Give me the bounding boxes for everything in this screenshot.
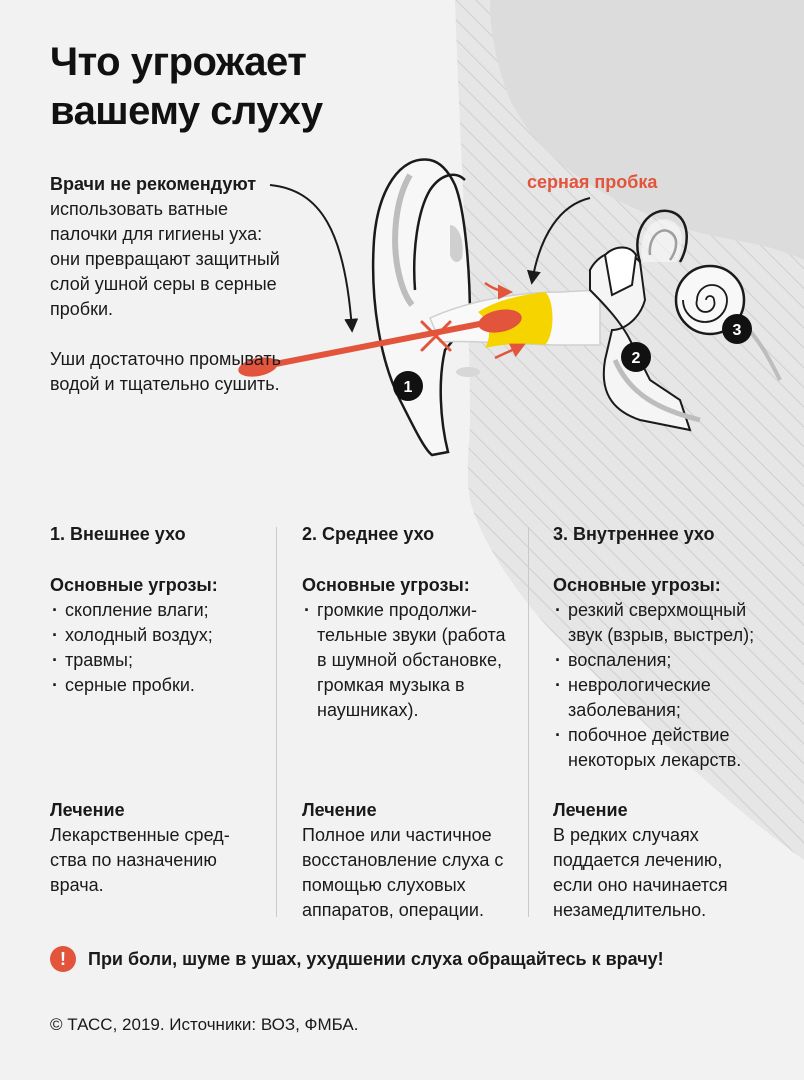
threats-list: громкие продолжи-тельные звуки (работа в…	[302, 598, 527, 723]
auricle	[371, 158, 472, 457]
threats-title: Основные угрозы:	[50, 575, 218, 595]
head-inner-fill	[490, 0, 804, 260]
threats-title: Основные угрозы:	[302, 575, 470, 595]
wax-arrow	[526, 197, 591, 285]
ossicle-detail	[603, 246, 638, 297]
list-item: воспаления;	[553, 648, 778, 673]
intro-bold: Врачи не рекомендуют	[50, 174, 257, 194]
intro-arrow	[269, 184, 359, 333]
svg-text:1: 1	[404, 379, 413, 396]
swab-stick	[252, 317, 503, 371]
list-item: холодный воздух;	[50, 623, 275, 648]
column-heading: 2. Среднее ухо	[302, 524, 435, 544]
treatment-title: Лечение	[553, 800, 628, 820]
swab-tip-left	[238, 357, 278, 377]
treatment-text: Лекарственные сред-ства по назначению вр…	[50, 825, 230, 895]
semicircular-canal-fill	[641, 219, 682, 262]
warning-text: При боли, шуме в ушах, ухудшении слуха о…	[88, 949, 664, 969]
source-credit: © ТАСС, 2019. Источники: ВОЗ, ФМБА.	[50, 1015, 359, 1034]
list-item: скопление влаги;	[50, 598, 275, 623]
column-divider	[528, 527, 529, 917]
treatment-text: В редких случаях поддается лечению, если…	[553, 825, 728, 920]
marker-3: 3	[722, 314, 752, 344]
treatment-block: Лечение В редких случаях поддается лечен…	[553, 798, 778, 923]
treatment-title: Лечение	[302, 800, 377, 820]
cochlea-spiral	[682, 284, 728, 323]
red-arrow-bottom	[494, 343, 526, 360]
swab-tip-right	[478, 309, 522, 333]
treatment-block: Лечение Полное или частичное восстановле…	[302, 798, 527, 923]
treatment-block: Лечение Лекарственные сред-ства по назна…	[50, 798, 275, 898]
auricle-inner	[392, 173, 415, 307]
cross-mark-icon	[420, 320, 452, 352]
treatment-title: Лечение	[50, 800, 125, 820]
treatment-text: Полное или частичное восстановление слух…	[302, 825, 504, 920]
column-inner-ear: 3. Внутреннее ухо Основные угрозы: резки…	[553, 522, 778, 922]
list-item: неврологические заболевания;	[553, 673, 753, 723]
intro-body: использовать ватные палочки для гигиены …	[50, 199, 280, 319]
column-heading: 1. Внешнее ухо	[50, 524, 186, 544]
list-item: громкие продолжи-тельные звуки (работа в…	[302, 598, 512, 723]
column-divider	[276, 527, 277, 917]
column-outer-ear: 1. Внешнее ухо Основные угрозы: скоплени…	[50, 522, 275, 922]
marker-2: 2	[621, 342, 651, 372]
list-item: резкий сверхмощный звук (взрыв, выстрел)…	[553, 598, 778, 648]
eustachian-tube	[612, 358, 701, 423]
list-item: побочное действие некоторых лекарств.	[553, 723, 778, 773]
threats-list: резкий сверхмощный звук (взрыв, выстрел)…	[553, 598, 778, 773]
red-arrow-top	[484, 281, 513, 300]
threats-title: Основные угрозы:	[553, 575, 721, 595]
threats-list: скопление влаги; холодный воздух; травмы…	[50, 598, 275, 698]
svg-text:3: 3	[733, 322, 742, 339]
svg-text:2: 2	[632, 350, 641, 367]
auricle-fold	[412, 173, 466, 291]
intro-note: Уши достаточно промывать водой и тщатель…	[50, 349, 281, 394]
earlobe-mark	[456, 367, 480, 377]
list-item: травмы;	[50, 648, 275, 673]
column-heading: 3. Внутреннее ухо	[553, 524, 715, 544]
exclamation-icon: !	[50, 946, 76, 972]
intro-text: Врачи не рекомендуют использовать ватные…	[50, 172, 290, 397]
column-middle-ear: 2. Среднее ухо Основные угрозы: громкие …	[302, 522, 527, 922]
marker-1: 1	[393, 371, 423, 401]
cochlea	[674, 264, 746, 336]
page-title: Что угрожает вашему слуху	[50, 40, 323, 133]
tragus	[450, 225, 463, 262]
list-item: серные пробки.	[50, 673, 275, 698]
warning-banner: ! При боли, шуме в ушах, ухудшении слуха…	[50, 946, 770, 972]
wax-plug-label: серная пробка	[527, 172, 658, 192]
